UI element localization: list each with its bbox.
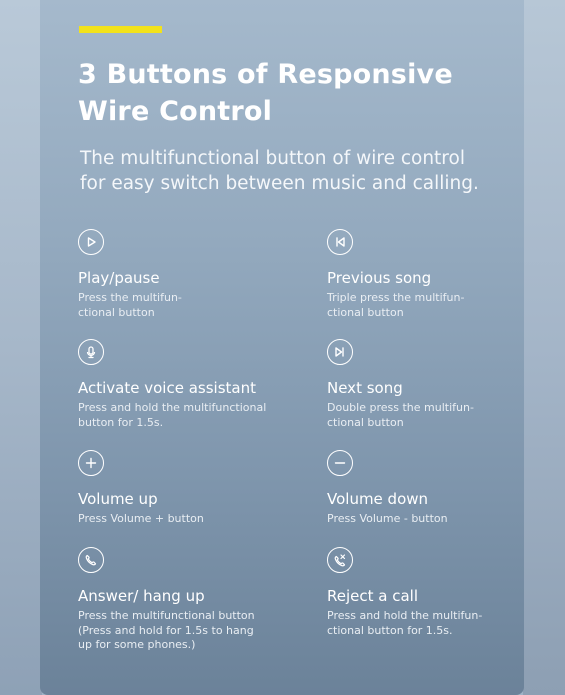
feature-description: Press the multifun- ctional button	[78, 291, 182, 319]
feature-title: Next song	[327, 379, 403, 397]
feature-reject-call: Reject a call Press and hold the multifu…	[327, 547, 547, 638]
feature-title: Answer/ hang up	[78, 587, 205, 605]
feature-description: Press and hold the multifun- ctional but…	[327, 609, 483, 637]
feature-description: Triple press the multifun- ctional butto…	[327, 291, 465, 319]
feature-title: Previous song	[327, 269, 432, 287]
feature-answer-hang-up: Answer/ hang up Press the multifunctiona…	[78, 547, 298, 653]
subheading-line-2: for easy switch between music and callin…	[80, 173, 479, 194]
headline-line-2: Wire Control	[78, 96, 273, 127]
plus-icon	[78, 450, 104, 476]
feature-title: Play/pause	[78, 269, 160, 287]
feature-title: Activate voice assistant	[78, 379, 256, 397]
background-left	[0, 0, 42, 695]
previous-track-icon	[327, 229, 353, 255]
feature-description: Press Volume + button	[78, 512, 204, 525]
feature-next-song: Next song Double press the multifun- cti…	[327, 339, 547, 430]
feature-description: Press and hold the multifunctional butto…	[78, 401, 267, 429]
feature-title: Volume down	[327, 490, 429, 508]
feature-panel: 3 Buttons of Responsive Wire Control The…	[40, 0, 524, 695]
subheading-line-1: The multifunctional button of wire contr…	[80, 148, 465, 169]
feature-title: Volume up	[78, 490, 158, 508]
phone-icon	[78, 547, 104, 573]
headline: 3 Buttons of Responsive Wire Control	[78, 56, 498, 130]
next-track-icon	[327, 339, 353, 365]
feature-description: Press the multifunctional button (Press …	[78, 609, 255, 651]
feature-volume-up: Volume up Press Volume + button	[78, 450, 298, 527]
subheading: The multifunctional button of wire contr…	[80, 146, 510, 196]
feature-volume-down: Volume down Press Volume - button	[327, 450, 547, 527]
background-right	[523, 0, 565, 695]
headline-line-1: 3 Buttons of Responsive	[78, 59, 453, 90]
feature-previous-song: Previous song Triple press the multifun-…	[327, 229, 547, 320]
feature-description: Press Volume - button	[327, 512, 448, 525]
feature-description: Double press the multifun- ctional butto…	[327, 401, 474, 429]
minus-icon	[327, 450, 353, 476]
accent-bar	[79, 26, 162, 33]
feature-play-pause: Play/pause Press the multifun- ctional b…	[78, 229, 298, 320]
microphone-icon	[78, 339, 104, 365]
play-icon	[78, 229, 104, 255]
feature-voice-assistant: Activate voice assistant Press and hold …	[78, 339, 298, 430]
phone-reject-icon	[327, 547, 353, 573]
feature-title: Reject a call	[327, 587, 419, 605]
